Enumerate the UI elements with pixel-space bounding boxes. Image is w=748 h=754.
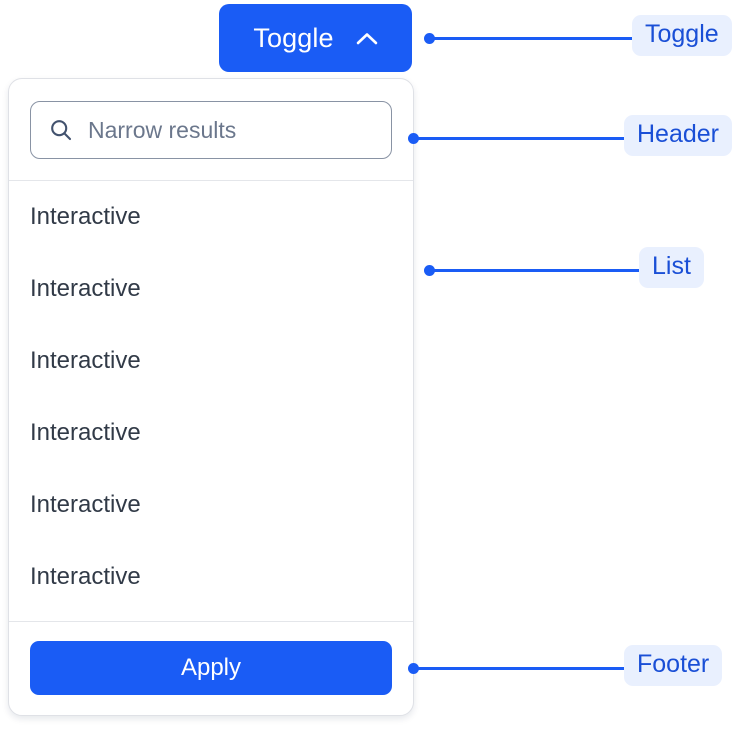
- list-item-label: Interactive: [30, 419, 141, 446]
- list-item[interactable]: Interactive: [9, 541, 413, 613]
- toggle-button[interactable]: Toggle: [219, 4, 412, 72]
- list-item[interactable]: Interactive: [9, 469, 413, 541]
- annotation-dot: [408, 132, 419, 144]
- panel-list: Interactive Interactive Interactive Inte…: [9, 181, 413, 621]
- annotation-line: [418, 136, 626, 140]
- dropdown-panel: Interactive Interactive Interactive Inte…: [8, 78, 414, 716]
- list-item-label: Interactive: [30, 275, 141, 302]
- annotation-line: [434, 36, 634, 40]
- search-input[interactable]: [31, 102, 391, 158]
- list-item[interactable]: Interactive: [9, 253, 413, 325]
- chevron-up-icon: [356, 32, 378, 45]
- apply-button[interactable]: Apply: [30, 641, 392, 695]
- toggle-button-label: Toggle: [253, 22, 334, 53]
- list-item-label: Interactive: [30, 347, 141, 374]
- list-item[interactable]: Interactive: [9, 397, 413, 469]
- list-item[interactable]: Interactive: [9, 181, 413, 253]
- annotation-line: [434, 268, 641, 272]
- annotation-dot: [424, 264, 435, 276]
- annotation-label-toggle: Toggle: [632, 15, 732, 56]
- search-field[interactable]: [30, 101, 392, 159]
- list-item-label: Interactive: [30, 563, 141, 590]
- panel-header: [9, 79, 413, 181]
- list-item-label: Interactive: [30, 203, 141, 230]
- annotation-dot: [408, 662, 419, 674]
- annotation-label-list: List: [639, 247, 704, 288]
- annotation-dot: [424, 32, 435, 44]
- list-item-label: Interactive: [30, 491, 141, 518]
- annotation-label-footer: Footer: [624, 645, 723, 686]
- annotation-label-header: Header: [624, 115, 732, 156]
- search-icon: [50, 119, 72, 141]
- list-item[interactable]: Interactive: [9, 325, 413, 397]
- panel-footer: Apply: [9, 621, 413, 715]
- annotation-line: [418, 666, 626, 670]
